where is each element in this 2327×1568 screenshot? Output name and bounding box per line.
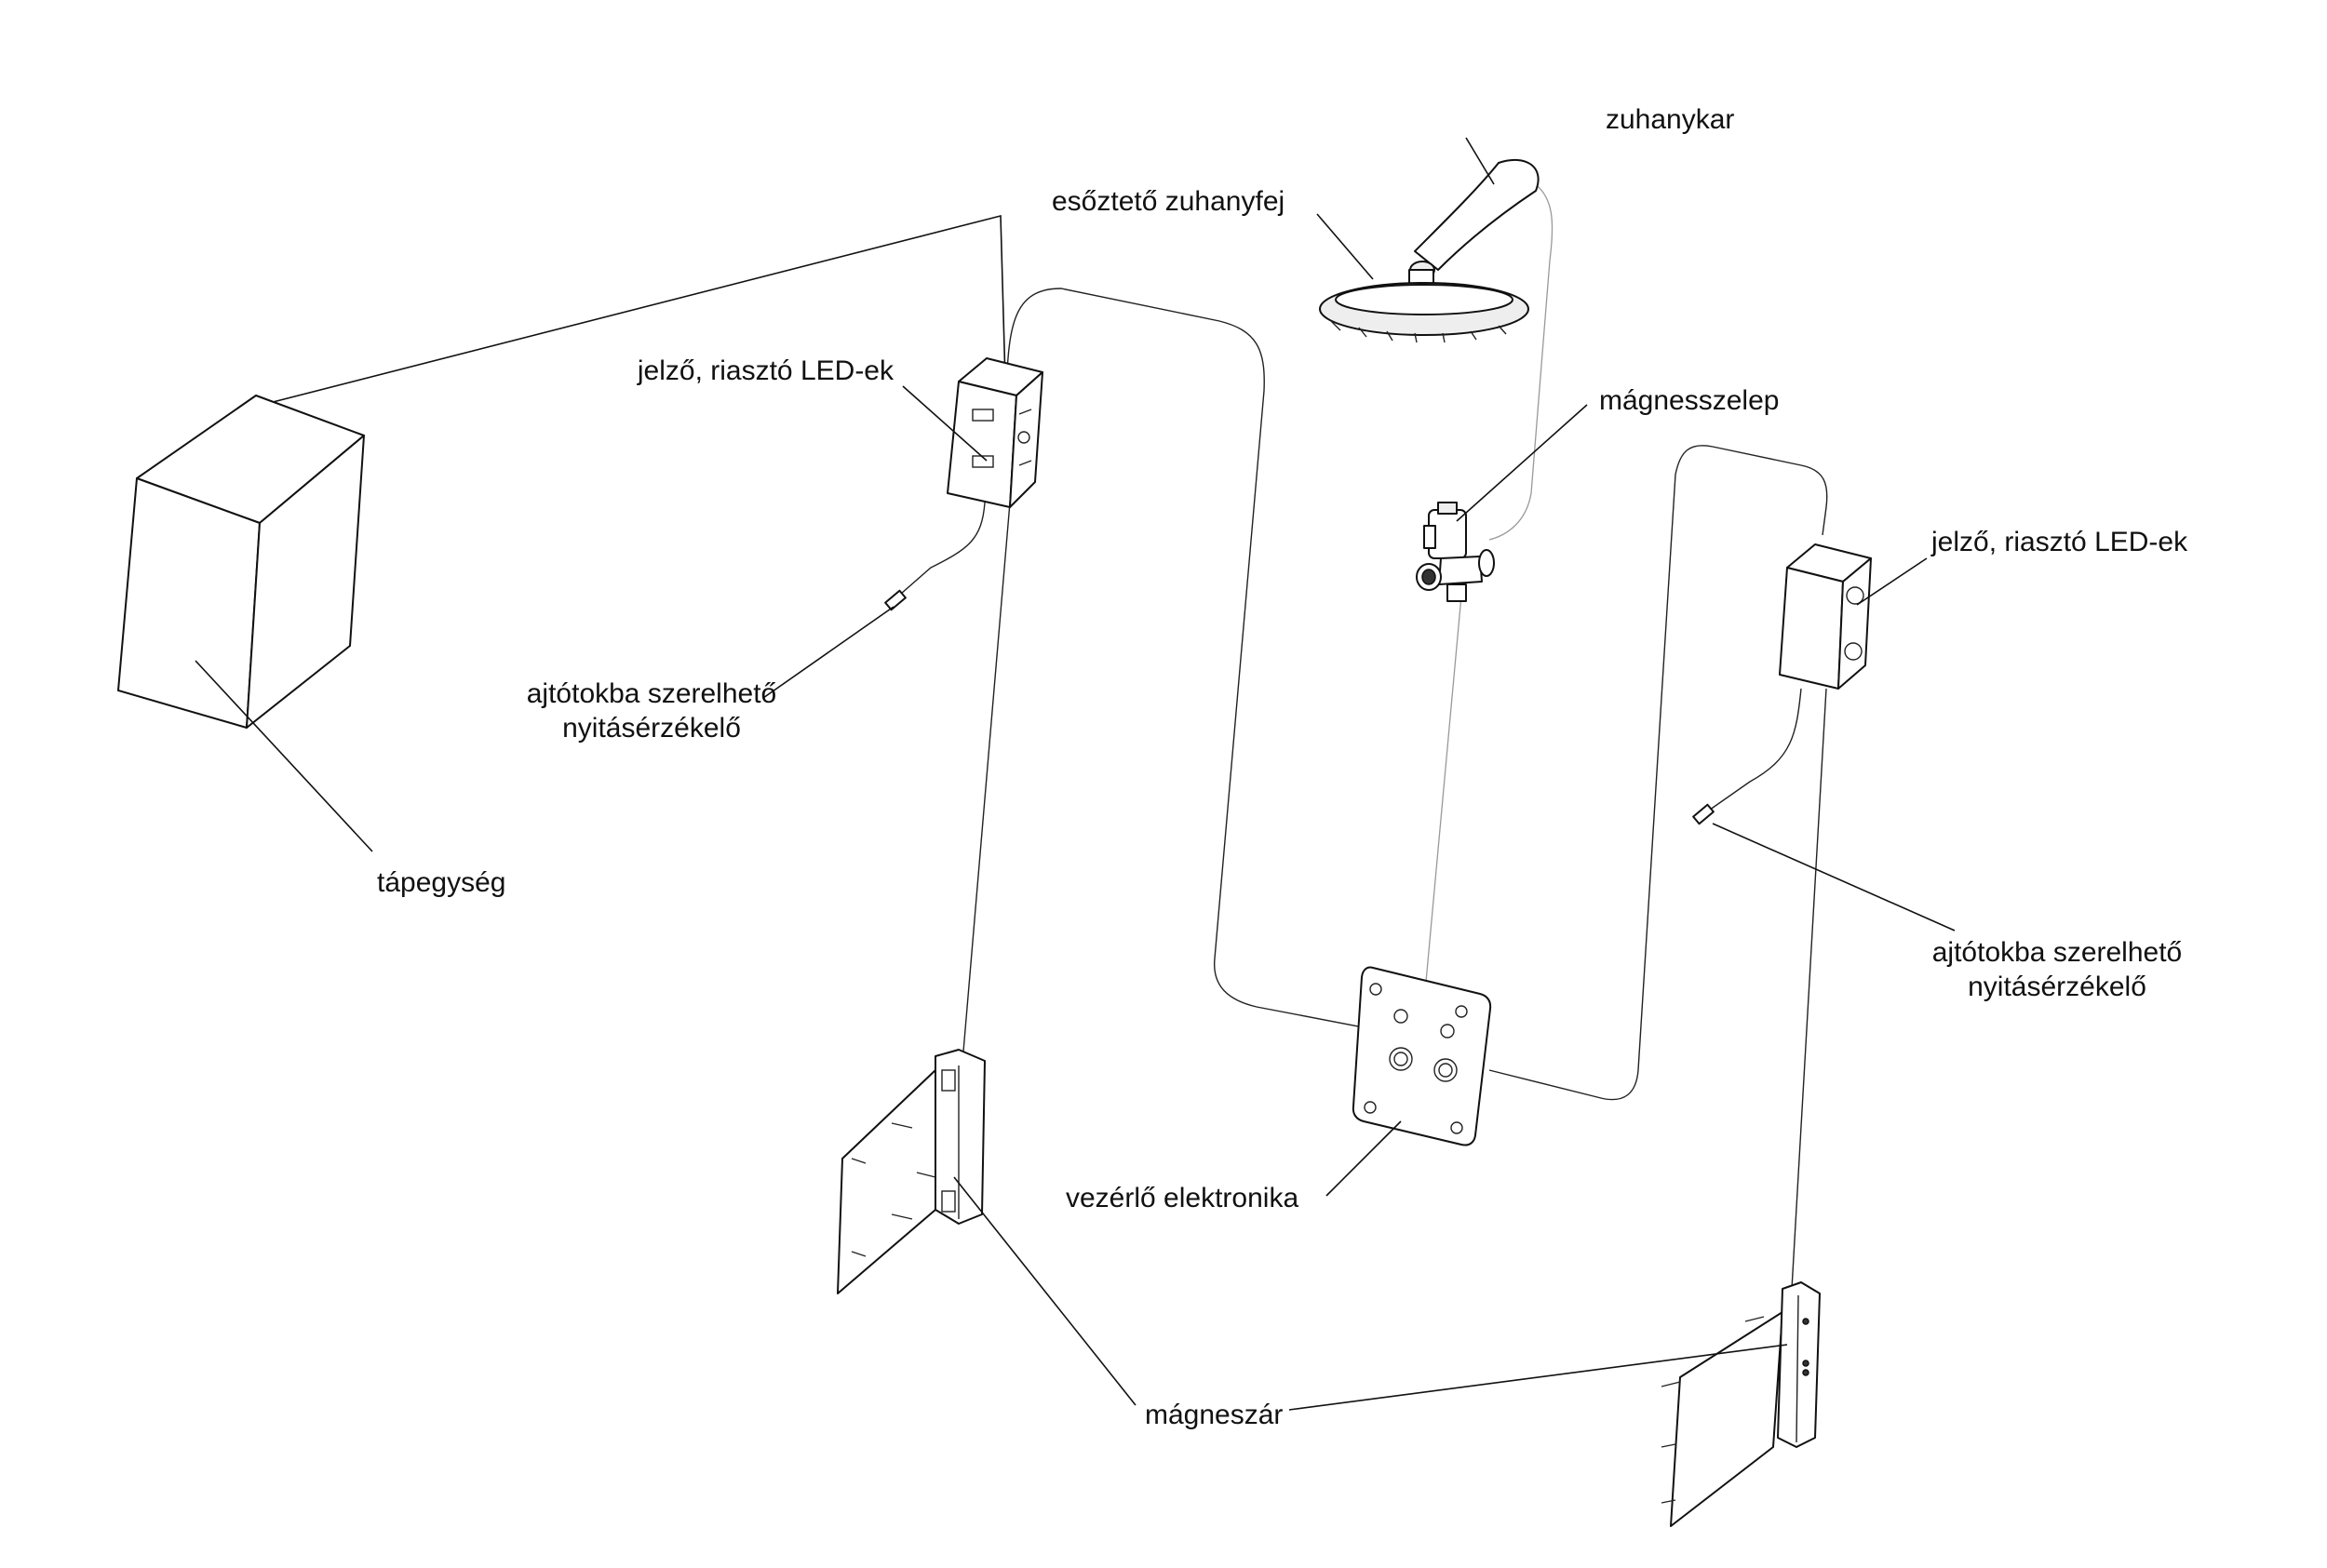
label-sensor-left-line1: ajtótokba szerelhető bbox=[527, 678, 777, 709]
water-pipe-lower bbox=[1425, 595, 1462, 983]
right-sensor-cable bbox=[1702, 688, 1802, 815]
label-sensor-left-line2: nyitásérzékelő bbox=[562, 713, 741, 744]
right-door-sensor bbox=[1692, 803, 1715, 825]
labels: tápegység jelző, riasztó LED-ek ajtótokb… bbox=[377, 104, 2188, 1430]
label-controller: vezérlő elektronika bbox=[1066, 1183, 1298, 1213]
left-loop-cable bbox=[1006, 288, 1369, 1029]
shower-arm bbox=[1414, 158, 1540, 271]
right-vertical-cable bbox=[1791, 688, 1827, 1290]
shower-head-assembly bbox=[1319, 158, 1540, 343]
label-sensor-right-line1: ajtótokba szerelhető bbox=[1932, 937, 2183, 968]
left-magnetic-lock bbox=[837, 1049, 986, 1294]
label-solenoid-valve: mágnesszelep bbox=[1599, 385, 1779, 416]
right-magnetic-lock bbox=[1661, 1281, 1821, 1527]
label-led-left: jelző, riasztó LED-ek bbox=[637, 355, 894, 386]
label-led-right: jelző, riasztó LED-ek bbox=[1930, 527, 2188, 557]
label-sensor-right-line2: nyitásérzékelő bbox=[1968, 972, 2146, 1002]
cables bbox=[241, 181, 1828, 1290]
power-cable bbox=[241, 214, 1006, 438]
right-led-box bbox=[1779, 543, 1872, 690]
power-supply-unit bbox=[117, 395, 365, 729]
water-pipe bbox=[1488, 181, 1554, 541]
controller-plate bbox=[1352, 966, 1492, 1146]
left-led-box bbox=[947, 357, 1043, 508]
label-shower-arm: zuhanykar bbox=[1606, 104, 1734, 135]
leader-lines bbox=[195, 137, 1956, 1411]
solenoid-valve bbox=[1416, 502, 1495, 602]
left-door-sensor bbox=[884, 589, 907, 611]
label-shower-head: esőztető zuhanyfej bbox=[1052, 186, 1285, 217]
left-sensor-cable bbox=[893, 502, 986, 601]
label-magnetic-lock: mágneszár bbox=[1145, 1400, 1283, 1430]
label-power-supply: tápegység bbox=[377, 867, 505, 898]
right-loop-cable bbox=[1488, 445, 1828, 1101]
left-vertical-cable bbox=[962, 502, 1011, 1052]
